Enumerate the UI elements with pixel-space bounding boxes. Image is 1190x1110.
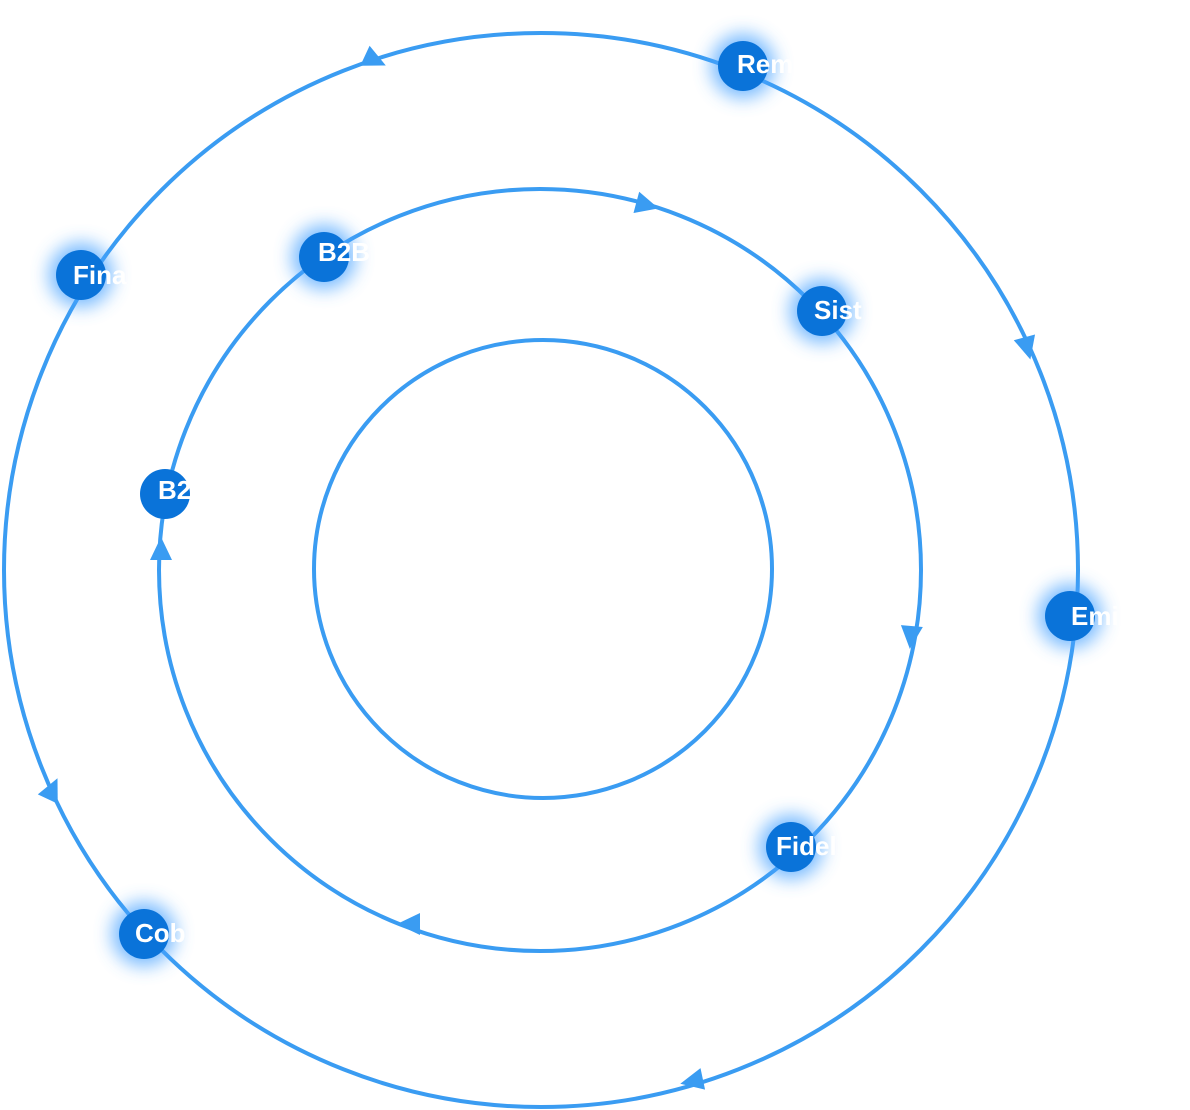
node-label: Fidel bbox=[776, 831, 837, 861]
node-sist[interactable]: Sist bbox=[790, 279, 862, 343]
node-dot bbox=[1045, 591, 1095, 641]
node-dot bbox=[140, 469, 190, 519]
arrow-marker bbox=[150, 537, 172, 560]
middle-ring bbox=[157, 187, 923, 953]
node-label: Sist bbox=[814, 295, 862, 325]
node-dot bbox=[797, 286, 847, 336]
node-fidel[interactable]: Fidel bbox=[759, 815, 837, 879]
direction-arrows bbox=[37, 45, 1036, 1090]
inner-ring bbox=[312, 338, 774, 800]
arrow-marker bbox=[680, 1068, 706, 1090]
node-label: Rem bbox=[737, 49, 793, 79]
node-rem[interactable]: Rem bbox=[711, 34, 793, 98]
arrow-marker bbox=[633, 191, 659, 214]
arrow-marker bbox=[37, 778, 58, 804]
arrow-marker bbox=[397, 913, 420, 935]
node-dot bbox=[119, 909, 169, 959]
node-label: Cob bbox=[135, 918, 186, 948]
node-label: B2 bbox=[158, 475, 191, 505]
node-fina[interactable]: Fina bbox=[49, 243, 127, 307]
node-b2[interactable]: B2 bbox=[140, 469, 191, 519]
node-dot bbox=[56, 250, 106, 300]
node-emi[interactable]: Emi bbox=[1038, 584, 1119, 648]
outer-ring bbox=[2, 31, 1080, 1109]
node-label: Emi bbox=[1071, 601, 1119, 631]
node-label: B2B bbox=[318, 237, 370, 267]
arrow-marker bbox=[900, 625, 923, 649]
node-dot bbox=[299, 232, 349, 282]
node-label: Fina bbox=[73, 260, 127, 290]
node-dot bbox=[718, 41, 768, 91]
node-dot bbox=[766, 822, 816, 872]
node-b2b[interactable]: B2B bbox=[292, 225, 370, 289]
node-cob[interactable]: Cob bbox=[112, 902, 186, 966]
arrow-marker bbox=[1013, 334, 1036, 360]
arrow-marker bbox=[360, 45, 386, 66]
